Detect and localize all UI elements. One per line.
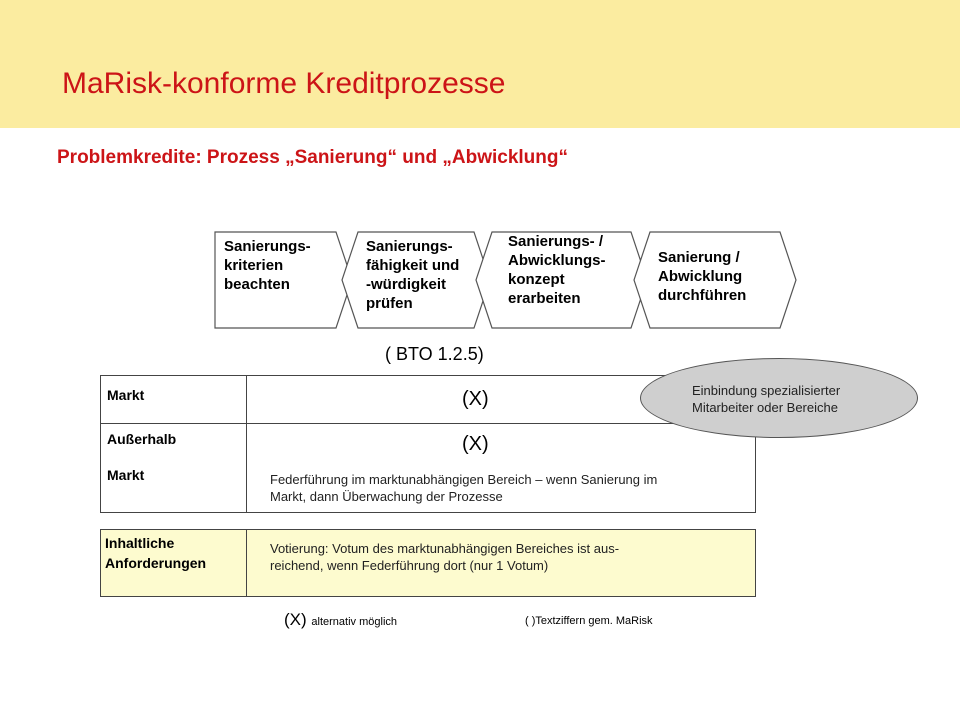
requirements-note: Votierung: Votum des marktunabhängigen B… (270, 541, 620, 573)
ausserhalb-x-mark: (X) (462, 433, 489, 455)
bto-reference: ( BTO 1.2.5) (385, 344, 484, 364)
row-label-inhaltliche-anforderungen: Inhaltliche Anforderungen (105, 535, 207, 571)
table-column-divider (246, 375, 247, 512)
row-label-ausserhalb-markt: Außerhalb Markt (107, 431, 177, 483)
header-banner (0, 0, 960, 128)
legend-x-mark: (X) (284, 610, 307, 629)
requirements-box (100, 529, 756, 597)
row-label-markt: Markt (107, 387, 145, 403)
process-step-4-shape (633, 231, 797, 329)
process-step-3-label: Sanierungs- / Abwicklungs- konzept erarb… (508, 233, 606, 307)
requirements-divider (246, 529, 247, 596)
table-row-divider (100, 423, 755, 424)
process-step-2-shape (341, 231, 491, 329)
callout-text: Einbindung spezialisierter Mitarbeiter o… (692, 383, 841, 415)
legend-textziffern: ( )Textziffern gem. MaRisk (525, 615, 653, 627)
page-subtitle: Problemkredite: Prozess „Sanierung“ und … (57, 147, 568, 168)
callout-ellipse (640, 358, 918, 438)
page-title: MaRisk-konforme Kreditprozesse (62, 67, 506, 100)
process-step-1-shape (214, 231, 353, 329)
ausserhalb-note: Federführung im marktunabhängigen Bereic… (270, 472, 658, 504)
process-step-4-label: Sanierung / Abwicklung durchführen (658, 249, 747, 304)
legend-x-text: alternativ möglich (311, 616, 397, 628)
process-step-2-label: Sanierungs- fähigkeit und -würdigkeit pr… (366, 238, 460, 312)
legend-x-symbol: (X) alternativ möglich (284, 610, 397, 630)
process-step-3-shape (475, 231, 648, 329)
markt-x-mark: (X) (462, 388, 489, 410)
process-step-1-label: Sanierungs- kriterien beachten (224, 238, 311, 293)
